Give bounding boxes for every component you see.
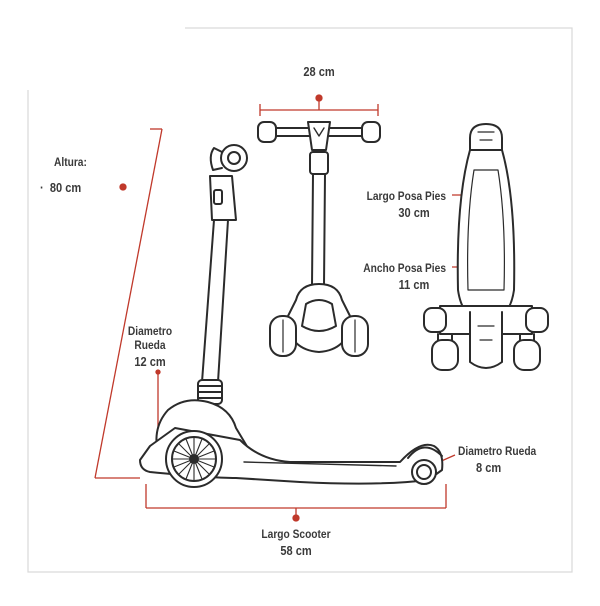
top-rear-cap <box>469 123 503 151</box>
footboard-length-value: 30 cm <box>398 205 430 220</box>
front-stem <box>311 173 326 287</box>
front-height-lock <box>309 151 329 175</box>
front-left-grip <box>257 121 277 143</box>
scooter-length-title: Largo Scooter <box>261 527 331 541</box>
front-wheel-leader-end <box>155 369 161 375</box>
front-wheel-title-1: Diametro <box>127 324 173 338</box>
side-rear-wheel-rim <box>416 464 432 480</box>
front-wheel-value: 12 cm <box>134 354 166 369</box>
handlebar-width-label: 28 cm <box>303 64 335 79</box>
top-right-front-wheel <box>525 307 549 333</box>
top-nose-lines <box>477 325 495 341</box>
footboard-length-title: Largo Posa Pies <box>366 189 446 203</box>
side-front-wheel-rim <box>171 436 217 482</box>
front-base-inner <box>301 299 337 332</box>
side-stem <box>201 219 229 383</box>
side-handle-grip-cap <box>227 151 241 165</box>
side-handle-grip <box>220 144 248 172</box>
scooter-front-view <box>257 121 381 357</box>
height-label-title: Altura: <box>54 155 87 169</box>
side-rear-fender <box>407 446 443 459</box>
scooter-length-value: 58 cm <box>280 543 312 558</box>
frame-border <box>27 27 573 573</box>
footboard-width-title: Ancho Posa Pies <box>363 261 446 275</box>
front-clamp-detail <box>313 127 325 137</box>
top-rear-cap-lines <box>477 131 495 141</box>
side-rear-wheel <box>411 459 437 485</box>
height-bullet: · <box>40 180 50 195</box>
front-right-grip <box>361 121 381 143</box>
top-right-wheel-shadow <box>513 339 541 371</box>
footboard-width-value: 11 cm <box>398 277 430 292</box>
top-deck <box>456 149 516 313</box>
side-handle-clamp <box>209 147 223 171</box>
side-deck-grip-line <box>243 461 397 467</box>
height-label-value-row: · 80 cm <box>40 180 81 195</box>
height-label-value: 80 cm <box>49 180 82 195</box>
top-deck-grip <box>467 169 505 291</box>
top-left-front-wheel <box>423 307 447 333</box>
scooter-top-view <box>423 123 549 371</box>
scooter-side-view <box>139 144 444 488</box>
side-collar-rings <box>198 385 222 399</box>
side-joint-button <box>213 189 223 205</box>
rear-wheel-value: 8 cm <box>476 460 502 475</box>
front-wheel-title-2: Rueda <box>134 338 166 352</box>
height-guide-line <box>94 128 163 479</box>
side-front-wheel-hub <box>189 454 199 464</box>
height-guide-dot <box>119 183 127 191</box>
top-left-wheel-shadow <box>431 339 459 371</box>
rear-wheel-title: Diametro Rueda <box>458 444 537 458</box>
